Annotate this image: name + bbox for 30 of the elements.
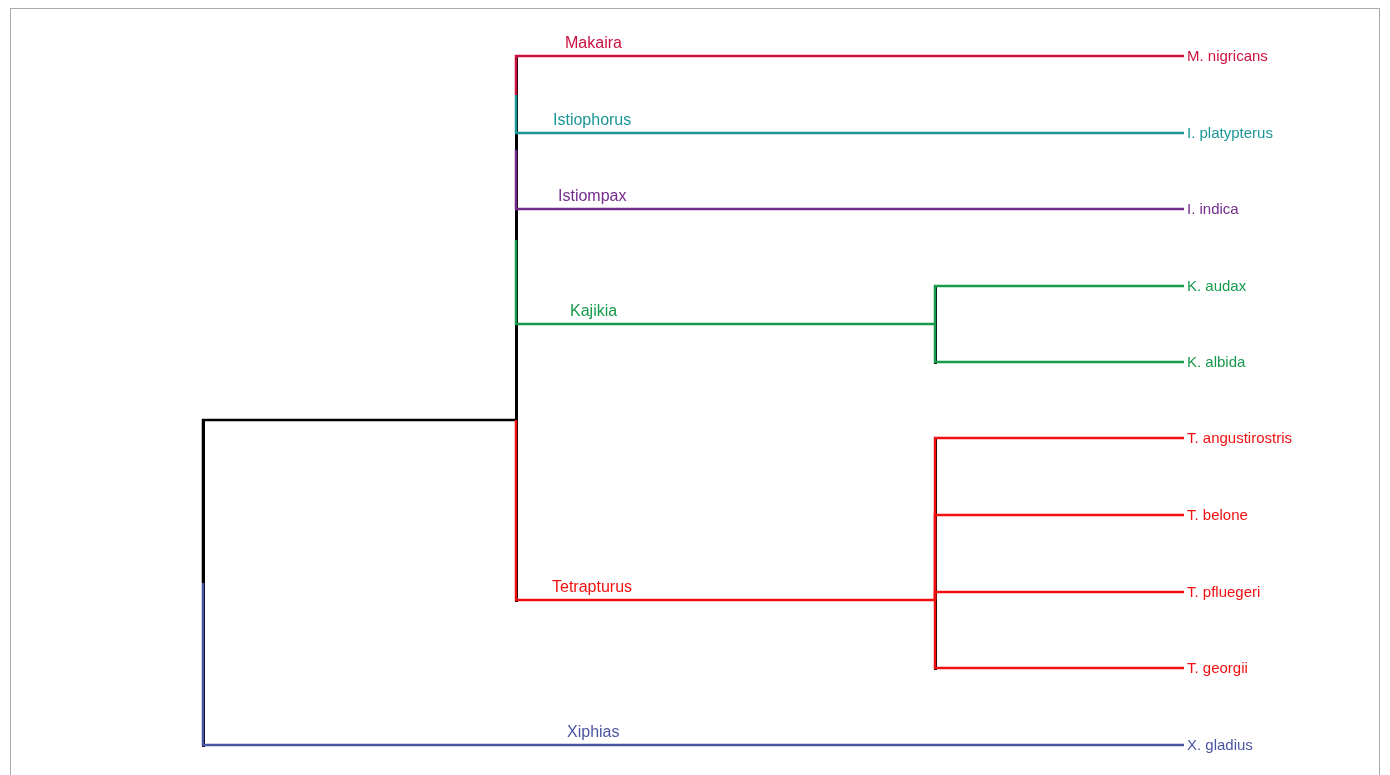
- edge-label: Makaira: [565, 34, 622, 52]
- vertical-branch: [933, 436, 937, 670]
- edge-label: Tetrapturus: [552, 578, 633, 596]
- edge-label: Istiompax: [558, 187, 627, 205]
- edge-label: Kajikia: [570, 302, 618, 320]
- species-label: X. gladius: [1184, 736, 1253, 754]
- branch-line: [514, 95, 1184, 135]
- branch-line: [201, 418, 516, 583]
- branch-line: [933, 590, 1184, 600]
- vertical-branch: [201, 418, 205, 747]
- species-label: T. georgii: [1184, 659, 1248, 677]
- species-label: T. belone: [1184, 506, 1248, 524]
- branch-line: [933, 600, 1184, 670]
- branch-line: [933, 324, 1184, 364]
- species-label: I. indica: [1184, 200, 1239, 218]
- species-label: K. audax: [1184, 277, 1247, 295]
- species-label: T. pfluegeri: [1184, 583, 1261, 601]
- branch-line: [201, 583, 1184, 747]
- edge-label: Istiophorus: [553, 111, 632, 129]
- species-label: M. nigricans: [1184, 47, 1268, 65]
- branch-line: [514, 420, 935, 602]
- species-label: K. albida: [1184, 353, 1246, 371]
- species-label: I. platypterus: [1184, 124, 1273, 142]
- branch-line: [514, 54, 1184, 95]
- species-label: T. angustirostris: [1184, 429, 1293, 447]
- branch-line: [514, 240, 935, 326]
- branch-line: [514, 150, 1184, 211]
- branch-line: [933, 284, 1184, 324]
- vertical-branch: [514, 54, 518, 602]
- edge-label: Xiphias: [567, 723, 620, 741]
